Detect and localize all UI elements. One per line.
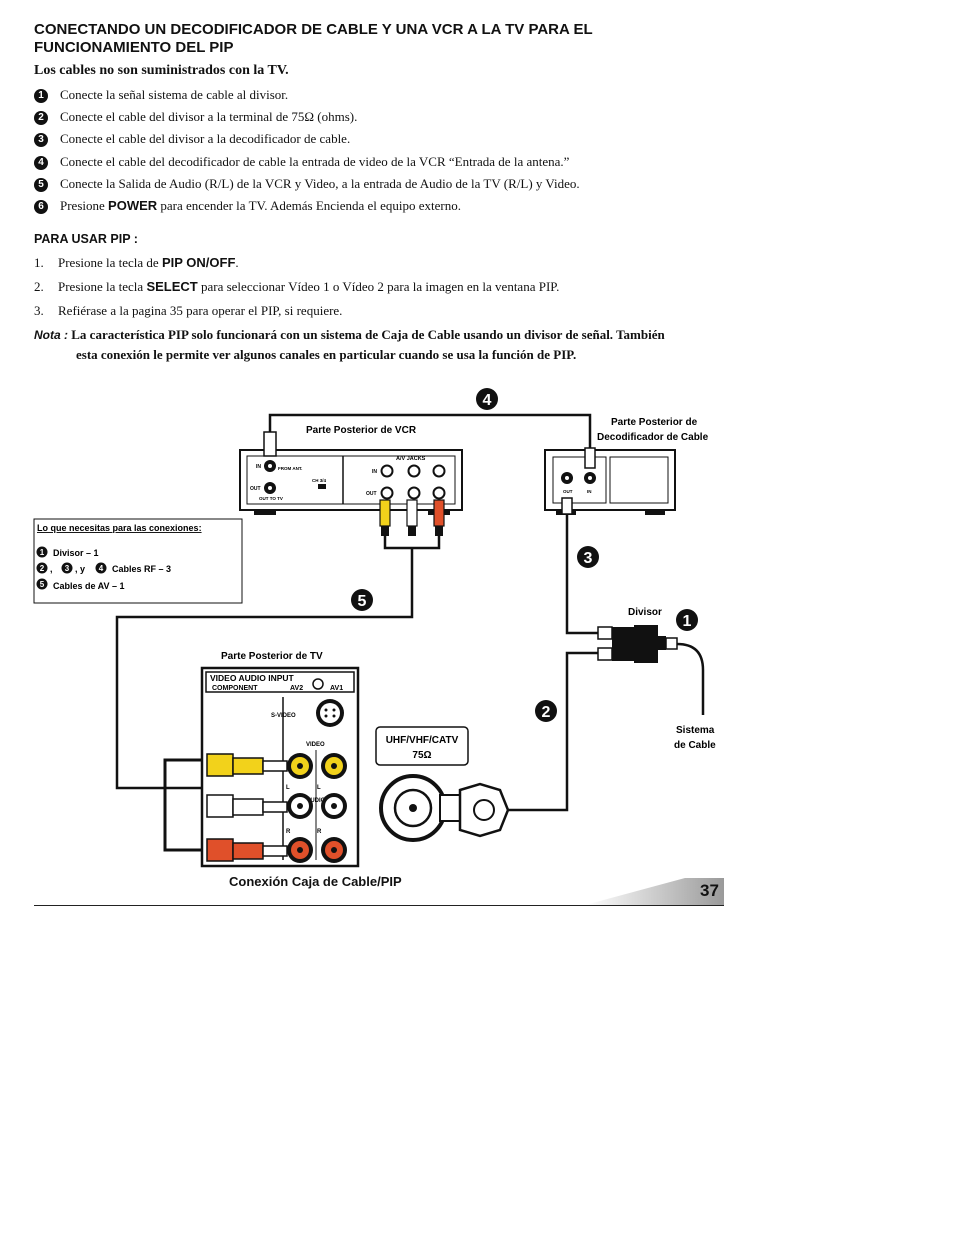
svg-text:1: 1 — [40, 548, 45, 557]
note: Nota : La característica PIP solo funcio… — [34, 325, 734, 364]
svg-text:AUDIO: AUDIO — [306, 798, 326, 804]
svg-text:IN: IN — [256, 464, 261, 470]
cable-4 — [268, 413, 592, 450]
needs-av-cables: Cables de AV – 1 — [53, 581, 125, 591]
cable-system-label-2: de Cable — [674, 740, 716, 751]
svg-text:FROM ANT.: FROM ANT. — [278, 466, 302, 471]
svg-text:2: 2 — [542, 704, 551, 721]
svg-text:COMPONENT: COMPONENT — [212, 685, 258, 692]
svg-text:L: L — [286, 785, 290, 791]
diagram-caption: Conexión Caja de Cable/PIP — [229, 874, 402, 889]
needs-divisor: Divisor – 1 — [53, 548, 99, 558]
note-line-2: esta conexión le permite ver algunos can… — [76, 347, 577, 362]
svg-text:75Ω: 75Ω — [412, 750, 431, 761]
decoder-label-2: Decodificador de Cable — [597, 432, 709, 443]
power-key: POWER — [108, 198, 158, 213]
step-text: Conecte el cable del decodificador de ca… — [60, 154, 570, 169]
connection-diagram: Parte Posterior de VCR IN FROM ANT. OUT … — [33, 388, 716, 868]
decoder-label-1: Parte Posterior de — [611, 417, 698, 428]
svg-text:OUT: OUT — [366, 491, 377, 497]
svg-text:4: 4 — [483, 392, 492, 409]
step-2: 2 Conecte el cable del divisor a la term… — [34, 109, 357, 125]
svg-text:VIDEO: VIDEO — [306, 742, 325, 748]
tv-label: Parte Posterior de TV — [221, 651, 323, 662]
step-text: Conecte la Salida de Audio (R/L) de la V… — [60, 176, 580, 191]
vcr-label: Parte Posterior de VCR — [306, 425, 417, 436]
needs-rf-cables: Cables RF – 3 — [112, 564, 171, 574]
step-text: Conecte el cable del divisor a la termin… — [60, 109, 358, 124]
svg-text:OUT: OUT — [250, 486, 261, 492]
svg-text:IN: IN — [587, 489, 592, 494]
splitter-label: Divisor — [628, 607, 662, 618]
tv-back-panel: Parte Posterior de TV VIDEO AUDIO INPUT … — [200, 651, 360, 868]
antenna-terminal: UHF/VHF/CATV 75Ω — [375, 726, 510, 842]
cable-system-line — [676, 642, 705, 715]
note-label: Nota : — [34, 328, 68, 342]
step-3: 3 Conecte el cable del divisor a la deco… — [34, 131, 350, 147]
svg-text:AV1: AV1 — [330, 685, 343, 692]
pip-step-1: 1.Presione la tecla de PIP ON/OFF. — [34, 255, 239, 270]
av-bundle-top — [383, 535, 441, 550]
pip-step-2: 2.Presione la tecla SELECT para seleccio… — [34, 279, 560, 294]
decoder-back-panel: Parte Posterior de Decodificador de Cabl… — [544, 417, 709, 515]
cables — [115, 413, 705, 852]
step-number: 1 — [34, 89, 48, 103]
cable-system-label-1: Sistema — [676, 725, 715, 736]
svg-text:R: R — [286, 829, 291, 835]
svg-text:OUT TO TV: OUT TO TV — [259, 496, 283, 501]
cable-3 — [565, 512, 603, 635]
svg-text:3: 3 — [65, 564, 70, 573]
svg-text:2: 2 — [40, 564, 45, 573]
pip-heading: PARA USAR PIP : — [34, 232, 138, 246]
pip-key: PIP ON/OFF — [161, 255, 236, 270]
svg-text:UHF/VHF/CATV: UHF/VHF/CATV — [386, 735, 459, 746]
svg-text:L: L — [317, 785, 321, 791]
svg-text:5: 5 — [40, 580, 45, 589]
step-4: 4 Conecte el cable del decodificador de … — [34, 154, 569, 170]
svg-text:4: 4 — [99, 564, 104, 573]
needs-box: Lo que necesitas para las conexiones: 1 … — [33, 518, 243, 604]
svg-text:CH 3/4: CH 3/4 — [312, 478, 327, 483]
svg-text:AV2: AV2 — [290, 685, 303, 692]
svg-text:, y: , y — [75, 564, 85, 574]
step-text: Conecte el cable del divisor a la decodi… — [60, 131, 351, 146]
svg-text:OUT: OUT — [563, 489, 573, 494]
svg-text:IN: IN — [372, 469, 377, 475]
step-markers: 4 3 5 1 2 — [351, 388, 698, 722]
svg-text:,: , — [50, 564, 53, 574]
svg-text:1: 1 — [683, 613, 692, 630]
step-number: 6 — [34, 200, 48, 214]
cables-note: Los cables no son suministrados con la T… — [34, 63, 289, 78]
step-5: 5 Conecte la Salida de Audio (R/L) de la… — [34, 176, 580, 192]
av-bundle-bottom — [163, 758, 207, 852]
cable-2 — [505, 651, 603, 812]
footer-rule — [34, 905, 724, 906]
needs-title: Lo que necesitas para las conexiones: — [37, 523, 202, 533]
page-number: 37 — [700, 881, 719, 900]
note-line-1: La característica PIP solo funcionará co… — [71, 327, 665, 342]
step-6: 6 Presione POWER para encender la TV. Ad… — [34, 198, 461, 214]
select-key: SELECT — [146, 279, 198, 294]
svg-text:5: 5 — [358, 593, 367, 610]
step-number: 2 — [34, 111, 48, 125]
svg-text:R: R — [317, 829, 322, 835]
page-title: CONECTANDO UN DECODIFICADOR DE CABLE Y U… — [34, 21, 593, 56]
svg-text:A/V JACKS: A/V JACKS — [396, 456, 426, 462]
step-number: 3 — [34, 133, 48, 147]
splitter: Divisor Sistema de Cable — [597, 607, 716, 751]
step-1: 1 Conecte la señal sistema de cable al d… — [34, 87, 288, 103]
step-text: Conecte la señal sistema de cable al div… — [60, 87, 289, 102]
svg-text:3: 3 — [584, 550, 593, 567]
step-number: 4 — [34, 156, 48, 170]
step-number: 5 — [34, 178, 48, 192]
step-text: Presione POWER para encender la TV. Adem… — [60, 198, 461, 213]
svg-text:VIDEO AUDIO INPUT: VIDEO AUDIO INPUT — [210, 673, 295, 683]
page-tab — [585, 878, 724, 905]
cable-5 — [115, 548, 414, 790]
vcr-back-panel: Parte Posterior de VCR IN FROM ANT. OUT … — [239, 425, 463, 536]
pip-step-3: 3.Refiérase a la pagina 35 para operar e… — [34, 303, 343, 318]
